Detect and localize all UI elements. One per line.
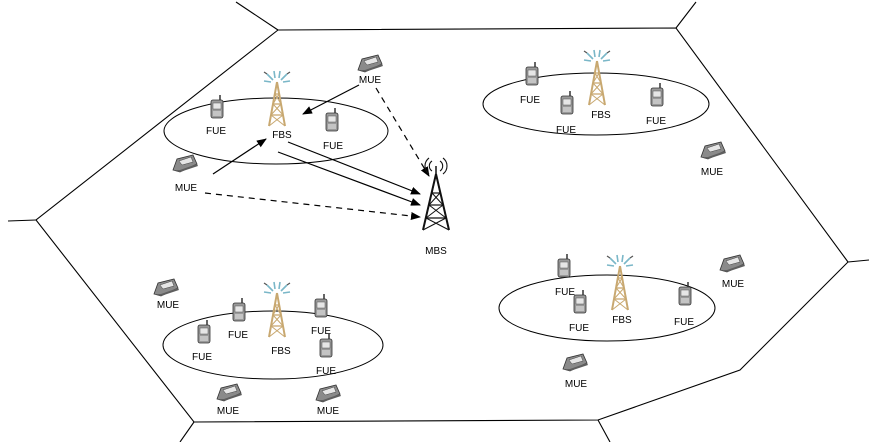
node-label: MBS bbox=[425, 246, 447, 257]
cell-boundary-edge bbox=[847, 259, 869, 263]
phone-icon bbox=[210, 94, 224, 119]
phone-icon bbox=[325, 107, 339, 132]
uplink-arrow bbox=[302, 84, 360, 115]
phone-icon bbox=[319, 333, 333, 358]
phone-icon bbox=[650, 82, 664, 107]
central-macro-cell bbox=[35, 27, 849, 423]
cell-boundary-edge bbox=[179, 421, 195, 442]
node-label: MUE bbox=[317, 406, 340, 417]
phone-icon bbox=[700, 141, 727, 160]
node-label: FUE bbox=[555, 287, 575, 298]
phone-icon bbox=[562, 353, 589, 372]
femtocell-area bbox=[482, 72, 710, 136]
node-label: MUE bbox=[701, 167, 724, 178]
femtocell-2: FBS FUE FUE FUE MUE bbox=[520, 49, 727, 178]
cell-boundary-edge bbox=[7, 219, 37, 222]
phone-icon bbox=[560, 90, 574, 115]
phone-icon bbox=[357, 54, 384, 73]
phone-icon bbox=[232, 297, 246, 322]
node-label: FBS bbox=[591, 110, 611, 121]
cell-boundaries bbox=[7, 1, 869, 442]
phone-icon bbox=[557, 253, 571, 278]
node-label: FUE bbox=[674, 317, 694, 328]
node-label: MUE bbox=[175, 183, 198, 194]
femtocell-4: FBS FUE FUE FUE MUE MUE bbox=[555, 253, 746, 390]
backhaul-arrow bbox=[287, 141, 421, 195]
tower-icon bbox=[583, 49, 611, 106]
phone-icon bbox=[153, 278, 180, 297]
node-label: FUE bbox=[228, 330, 248, 341]
phone-icon bbox=[197, 319, 211, 344]
node-label: FUE bbox=[323, 141, 343, 152]
tower-icon bbox=[422, 157, 450, 231]
node-label: FUE bbox=[520, 95, 540, 106]
node-label: FUE bbox=[316, 366, 336, 377]
node-label: FUE bbox=[192, 352, 212, 363]
node-label: MUE bbox=[157, 300, 180, 311]
node-label: FBS bbox=[272, 130, 292, 141]
node-label: FUE bbox=[646, 116, 666, 127]
phone-icon bbox=[525, 61, 539, 86]
links bbox=[204, 84, 430, 220]
node-label: FBS bbox=[271, 346, 291, 357]
macro-base-station: MBS bbox=[422, 157, 450, 257]
phone-icon bbox=[216, 383, 243, 402]
node-label: MUE bbox=[565, 379, 588, 390]
interference-link bbox=[375, 87, 430, 177]
phone-icon bbox=[573, 289, 587, 314]
node-label: MUE bbox=[217, 406, 240, 417]
femtocell-area bbox=[498, 274, 716, 342]
node-label: MUE bbox=[722, 279, 745, 290]
node-label: FUE bbox=[556, 125, 576, 136]
node-label: FUE bbox=[569, 323, 589, 334]
phone-icon bbox=[314, 293, 328, 318]
tower-icon bbox=[263, 281, 291, 338]
femtocell-1: FBS FUE FUE MUE MUE bbox=[172, 54, 384, 194]
phone-icon bbox=[315, 384, 342, 403]
phone-icon bbox=[719, 254, 746, 273]
node-label: FUE bbox=[311, 326, 331, 337]
femtocell-3: FBS FUE FUE FUE FUE MUE MUE MUE bbox=[153, 278, 342, 417]
backhaul-arrow bbox=[277, 151, 421, 206]
cell-boundary-edge bbox=[597, 419, 611, 442]
node-label: FBS bbox=[612, 315, 632, 326]
phone-icon bbox=[172, 154, 199, 173]
interference-link bbox=[204, 192, 421, 220]
cell-boundary-edge bbox=[675, 1, 697, 29]
cell-boundary-edge bbox=[235, 1, 279, 31]
uplink-arrow bbox=[212, 138, 267, 175]
node-label: MUE bbox=[359, 75, 382, 86]
femtocell-area bbox=[162, 310, 384, 380]
femtocell-area bbox=[163, 97, 389, 165]
tower-icon bbox=[606, 254, 634, 311]
node-label: FUE bbox=[206, 126, 226, 137]
